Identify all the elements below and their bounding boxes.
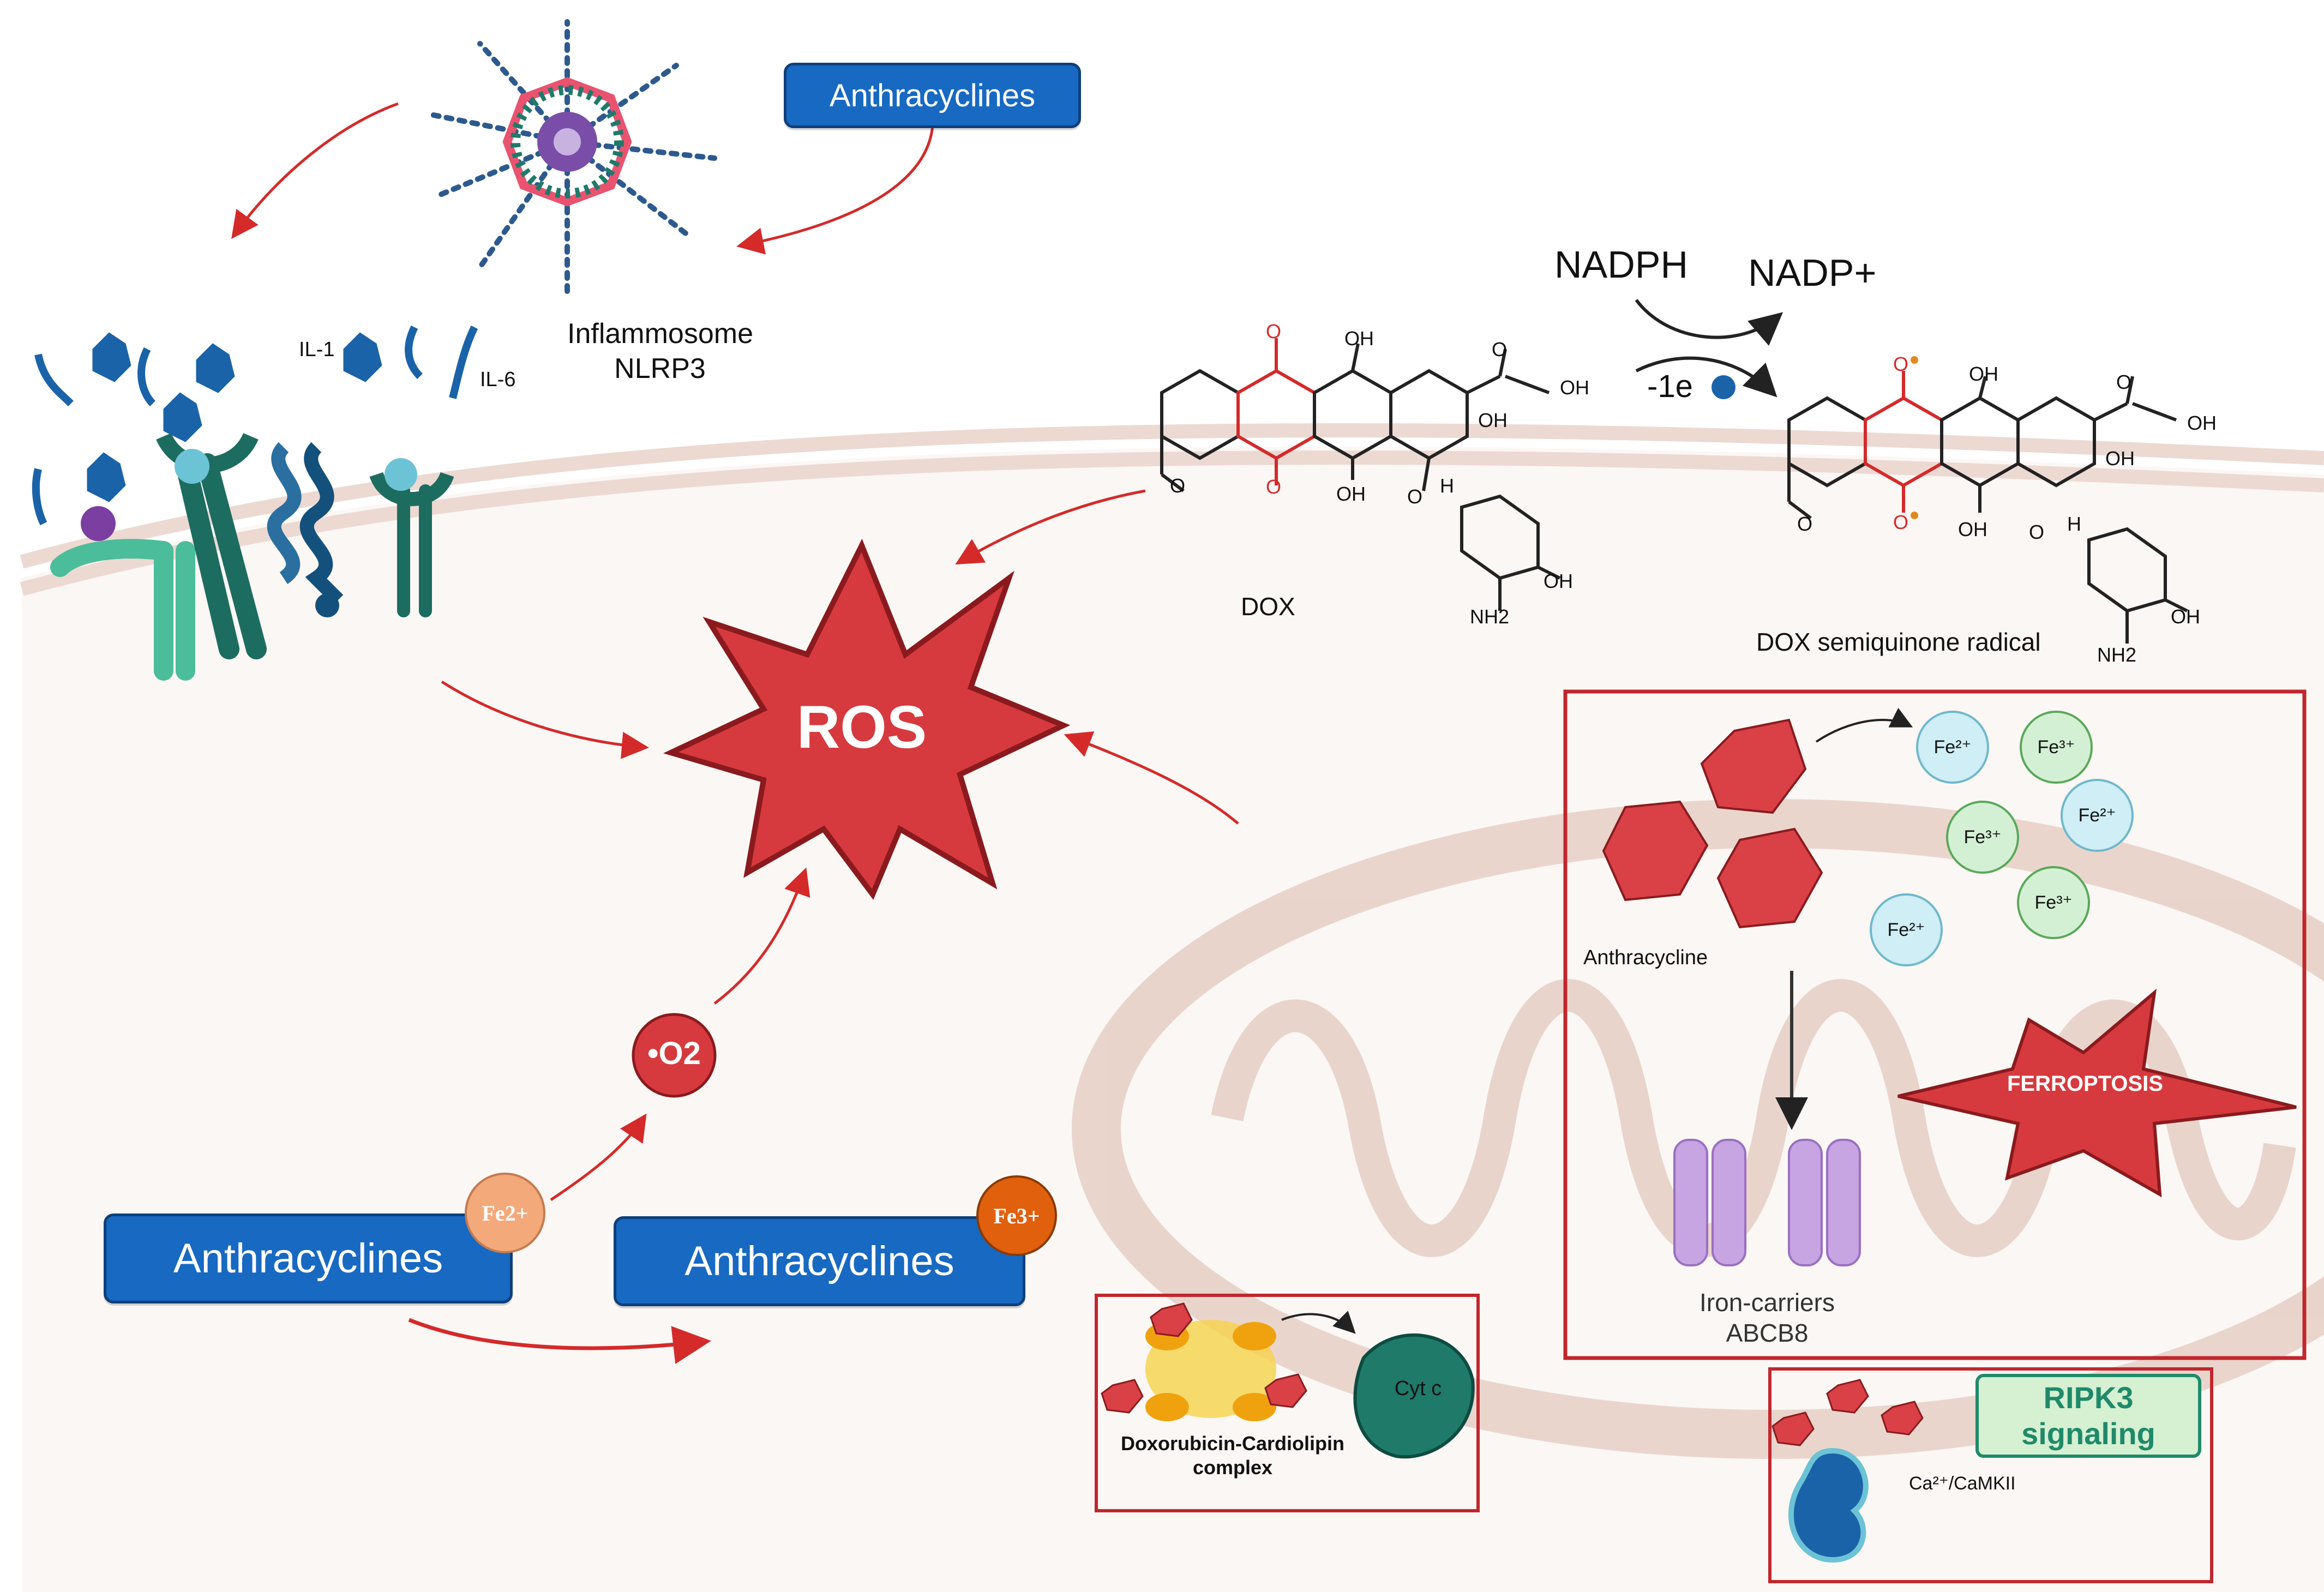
cyt-c-label: Cyt c [1394, 1377, 1442, 1400]
fe2-badge: Fe2+ [465, 1173, 545, 1253]
semiquinone-o-2: O [2029, 521, 2045, 543]
superoxide-bubble [632, 1013, 717, 1098]
iron-carrier-proteins [1673, 1139, 1861, 1266]
ion-fe2-3: Fe²⁺ [1887, 920, 1925, 940]
ion-fe3-1: Fe³⁺ [2037, 737, 2075, 758]
membrane-receptors [50, 432, 454, 681]
mitochondrion [1072, 799, 2324, 1459]
cardiolipin-line2: complex [1192, 1456, 1273, 1479]
semiquinone-o-3: O [2116, 371, 2132, 393]
ion-fe3-2: Fe³⁺ [1963, 827, 2002, 848]
dox-label: DOX [1241, 592, 1295, 621]
semiquinone-o-1: O [1797, 513, 1813, 535]
semiquinone-oh-1: OH [1969, 363, 1998, 385]
dox-h: H [1440, 474, 1454, 497]
inflammosome-line2: NLRP3 [614, 353, 706, 385]
cardiolipin-box [1095, 1294, 1480, 1512]
semiquinone-nh2: NH2 [2097, 644, 2137, 666]
ripk3-line1: RIPK3 [2043, 1380, 2134, 1415]
ferroptosis-box [1563, 689, 2307, 1360]
electron-icon [1712, 375, 1736, 399]
anthracycline-label: Anthracycline [1583, 946, 1708, 969]
semiquinone-oh-3: OH [2105, 447, 2135, 470]
dox-oh-4: OH [1336, 483, 1366, 505]
svg-text:O: O [1266, 320, 1281, 343]
anthracycline-hexagons [1602, 718, 1823, 929]
iron-carriers-line1: Iron-carriers [1700, 1288, 1835, 1317]
inflammosome-line1: Inflammosome [567, 318, 753, 350]
dox-structure [1160, 338, 1561, 611]
semiquinone-label: DOX semiquinone radical [1756, 628, 2041, 656]
dox-oh-5: OH [1544, 570, 1573, 592]
fe2-badge-label: Fe2+ [482, 1200, 529, 1225]
camkii-icon [1788, 1447, 1869, 1563]
iron-carriers-line2: ABCB8 [1726, 1319, 1809, 1347]
cardiolipin-line1: Doxorubicin-Cardiolipin [1121, 1432, 1344, 1455]
fe3-badge: Fe3+ [976, 1175, 1057, 1256]
ion-fe2-1: Fe²⁺ [1933, 737, 1972, 758]
dox-oh-3: OH [1478, 409, 1508, 431]
semiquinone-oh-4: OH [1958, 518, 1987, 540]
ion-fe2-2: Fe²⁺ [2078, 805, 2116, 826]
svg-text:O: O [1893, 353, 1908, 375]
cytokines [32, 325, 478, 526]
cardiolipin-complex-label: Doxorubicin-Cardiolipin complex [1113, 1432, 1353, 1480]
ripk3-box [1768, 1367, 2213, 1583]
semiquinone-oh-2: OH [2187, 412, 2217, 434]
semiquinone-h: H [2067, 513, 2081, 535]
semiquinone-oh-5: OH [2171, 605, 2200, 628]
anthracyclines-fe2-pill: Anthracyclines [104, 1213, 513, 1303]
nadph-label: NADPH [1554, 243, 1689, 286]
ripk3-label: RIPK3 signaling [1977, 1380, 2200, 1452]
anthracyclines-fe2-label: Anthracyclines [173, 1235, 443, 1282]
ripk3-hexagons [1771, 1379, 1924, 1446]
camkii-label: Ca²⁺/CaMKII [1909, 1473, 2016, 1494]
dox-oh-2: OH [1560, 376, 1589, 399]
anthracyclines-top-pill: Anthracyclines [784, 63, 1081, 128]
ros-label: ROS [796, 694, 927, 761]
cyt-c-shape [1353, 1333, 1475, 1459]
svg-text:O: O [1266, 476, 1281, 498]
ferroptosis-starburst [1897, 988, 2297, 1198]
anthracyclines-top-label: Anthracyclines [829, 77, 1036, 113]
superoxide-label: •O2 [647, 1036, 701, 1071]
inflammasome-nlrp3-icon [428, 19, 717, 297]
dox-oh-1: OH [1344, 327, 1374, 350]
ros-starburst [663, 538, 1071, 900]
il1-label: IL-1 [299, 338, 335, 361]
dox-o-1: O [1170, 474, 1186, 497]
electron-label: -1e [1647, 369, 1693, 404]
anthracyclines-fe3-label: Anthracyclines [684, 1238, 954, 1284]
fe3-badge-label: Fe3+ [993, 1203, 1040, 1228]
inflammosome-label: Inflammosome NLRP3 [567, 316, 753, 386]
cardiolipin-complex-icon [1101, 1302, 1307, 1421]
il6-label: IL-6 [480, 368, 516, 391]
nadp-plus-label: NADP+ [1748, 251, 1877, 294]
svg-text:O: O [1893, 511, 1908, 533]
ripk3-line2: signaling [2021, 1416, 2155, 1451]
dox-o-3: O [1492, 338, 1508, 361]
ion-fe3-3: Fe³⁺ [2034, 892, 2073, 913]
dox-o-2: O [1407, 485, 1423, 508]
dox-nh2: NH2 [1470, 605, 1510, 628]
iron-carriers-label: Iron-carriers ABCB8 [1680, 1287, 1854, 1348]
dox-semiquinone-structure [1787, 371, 2188, 644]
ferroptosis-label: FERROPTOSIS [2007, 1072, 2163, 1096]
iron-ions [1870, 711, 2134, 966]
anthracyclines-fe3-pill: Anthracyclines [614, 1216, 1025, 1306]
ripk3-signaling-box [1975, 1374, 2201, 1458]
